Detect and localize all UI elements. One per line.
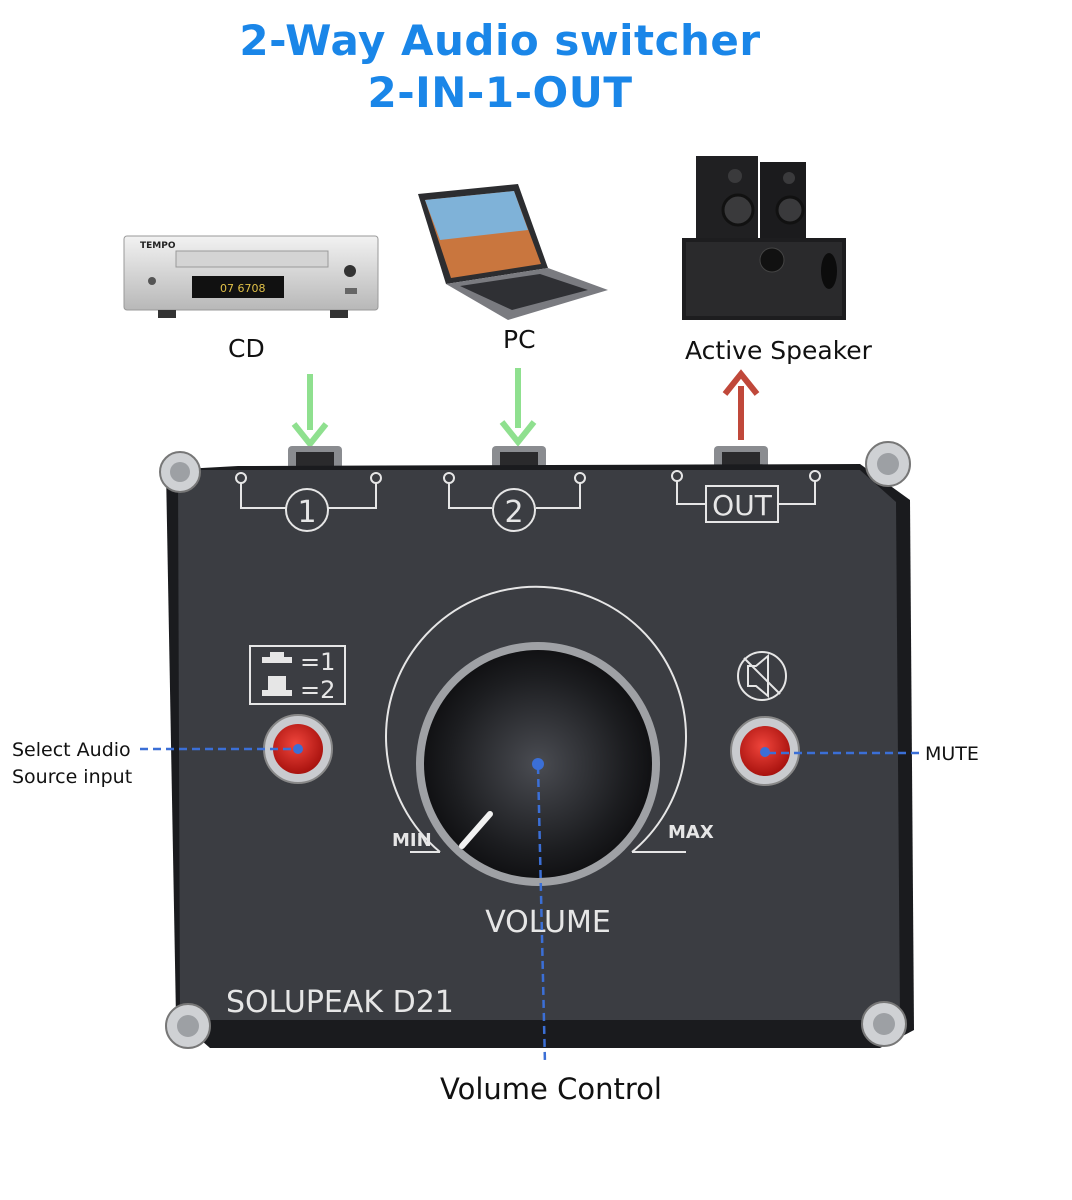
mute-callout-text: MUTE: [925, 743, 979, 765]
output-arrow-speaker: [722, 369, 760, 440]
jack-input-2: [492, 446, 546, 470]
select-callout-line-1: Select Audio: [12, 739, 131, 761]
model-label: SOLUPEAK D21: [226, 985, 454, 1020]
callout-line-select: [140, 744, 303, 754]
port-legend-2: [443, 472, 586, 532]
cd-label: CD: [228, 334, 265, 363]
cd-player-image: TEMPO 07 6708: [123, 235, 379, 318]
input-arrow-cd: [291, 374, 329, 449]
select-callout-line-2: Source input: [12, 766, 133, 788]
pc-label: PC: [503, 325, 536, 354]
speaker-label: Active Speaker: [685, 336, 872, 365]
port-label-1: 1: [297, 495, 316, 530]
speaker-image: [682, 156, 846, 320]
port-legend-1: [235, 472, 382, 532]
min-label: MIN: [392, 830, 432, 851]
title-line-2: 2-IN-1-OUT: [367, 68, 633, 117]
cd-brand-text: TEMPO: [140, 241, 176, 251]
select-legend-box: [249, 645, 346, 705]
callout-line-volume: [532, 758, 547, 1065]
mute-icon: [737, 651, 787, 701]
screw-top-right: [865, 441, 911, 487]
cd-display-text: 07 6708: [220, 282, 266, 295]
select-callout-text: Select Audio Source input: [12, 737, 132, 791]
select-legend-2: =2: [300, 676, 335, 704]
max-label: MAX: [668, 822, 714, 843]
port-label-out: OUT: [712, 489, 773, 522]
port-label-2: 2: [504, 495, 523, 530]
volume-arc: [385, 585, 687, 853]
jack-input-1: [288, 446, 342, 470]
callout-line-mute: [760, 747, 922, 757]
title-line-1: 2-Way Audio switcher: [239, 16, 761, 65]
input-arrow-pc: [499, 368, 537, 447]
screw-bottom-right: [861, 1001, 907, 1047]
select-legend-1: =1: [300, 648, 335, 676]
jack-output: [714, 446, 768, 470]
volume-callout-text: Volume Control: [440, 1072, 662, 1106]
port-legend-out: [671, 470, 821, 523]
screw-top-left: [159, 451, 201, 493]
volume-label: VOLUME: [485, 905, 611, 940]
laptop-image: [418, 184, 608, 320]
screw-bottom-left: [165, 1003, 211, 1049]
